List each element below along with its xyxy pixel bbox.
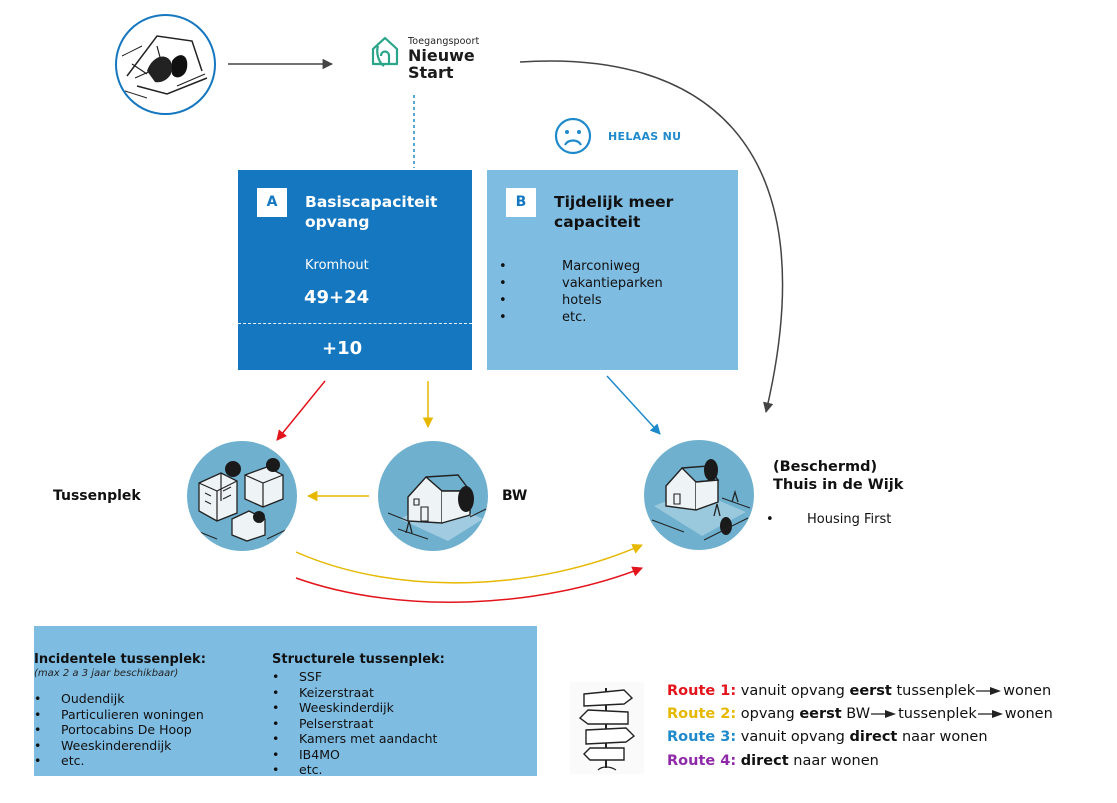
route-2: Route 2: opvang eerst BW tussenplek wonen (667, 705, 1053, 724)
homeless-person-illustration-icon (121, 35, 208, 99)
box-a-location: Kromhout (305, 258, 369, 273)
route-1-label: Route 1: (667, 683, 737, 699)
house-logo-icon (371, 36, 399, 67)
list-item: Portocabins De Hoop (34, 722, 206, 738)
route-3-emph: direct (849, 729, 898, 745)
route-1-text-b: tussenplek (891, 683, 976, 699)
structurele-column: Structurele tussenplek: SSF Keizerstraat… (272, 652, 445, 778)
route-3: Route 3: vanuit opvang direct naar wonen (667, 728, 1053, 747)
box-b-title: Tijdelijk meer capaciteit (554, 192, 673, 232)
box-tijdelijk: B Tijdelijk meer capaciteit Marconiweg v… (487, 170, 738, 370)
start-illustration (115, 14, 216, 115)
thuis-title: (Beschermd) Thuis in de Wijk (773, 458, 903, 494)
list-item: SSF (272, 669, 445, 685)
route-1-text-c: wonen (1003, 683, 1052, 699)
arrow-tussenplek-to-thuis-red (295, 566, 643, 603)
badge-b: B (506, 188, 536, 217)
list-item: Kamers met aandacht (272, 731, 445, 747)
incidentele-note: (max 2 a 3 jaar beschikbaar) (34, 668, 179, 679)
list-item: vakantieparken (499, 275, 663, 292)
badge-a: A (257, 188, 287, 217)
arrow-b-to-thuis (606, 375, 661, 435)
tussenplek-label: Tussenplek (53, 488, 141, 504)
route-2-label: Route 2: (667, 706, 737, 722)
incidentele-column: Incidentele tussenplek: (max 2 a 3 jaar … (34, 652, 206, 769)
route-3-text-a: vanuit opvang (740, 729, 850, 745)
logo-title-line2: Start (408, 63, 454, 82)
list-item: Weeskinderdijk (272, 700, 445, 716)
list-item: etc. (499, 309, 663, 326)
arrow-right-icon (977, 710, 1003, 718)
route-2-text-b: BW (841, 706, 871, 722)
route-4-text-a: naar wonen (788, 753, 879, 769)
list-item: etc. (34, 753, 206, 769)
arrow-tussenplek-to-thuis-yellow (295, 544, 643, 584)
list-item: Keizerstraat (272, 685, 445, 701)
route-2-text-c: tussenplek (898, 706, 977, 722)
route-4-label: Route 4: (667, 753, 737, 769)
list-item: Housing First (766, 512, 891, 527)
route-3-text-b: naar wonen (897, 729, 988, 745)
arrow-right-icon (871, 710, 897, 718)
box-a-extra: +10 (322, 338, 363, 359)
route-2-text-a: opvang (740, 706, 800, 722)
thuis-circle (644, 440, 754, 550)
route-2-emph: eerst (799, 706, 842, 722)
structurele-list: SSF Keizerstraat Weeskinderdijk Pelserst… (272, 669, 445, 778)
thuis-title-line2: Thuis in de Wijk (773, 477, 904, 493)
house-illustration-icon (387, 474, 487, 541)
route-1-emph: eerst (849, 683, 892, 699)
thuis-title-line1: (Beschermd) (773, 459, 878, 475)
route-3-label: Route 3: (667, 729, 737, 745)
buildings-illustration-icon (191, 458, 293, 542)
list-item: Weeskinderendijk (34, 738, 206, 754)
box-a-title-line1: Basiscapaciteit (305, 193, 438, 211)
logo-title: Nieuwe Start (408, 47, 475, 81)
box-a-capacity: 49+24 (304, 287, 370, 308)
list-item: hotels (499, 292, 663, 309)
thuis-list: Housing First (766, 512, 891, 527)
list-item: etc. (272, 762, 445, 778)
route-1: Route 1: vanuit opvang eerst tussenplek w… (667, 682, 1053, 701)
tussenplek-circle (187, 441, 297, 551)
logo-subtitle: Toegangspoort (408, 36, 480, 47)
box-b-list: Marconiweg vakantieparken hotels etc. (499, 258, 663, 326)
signpost-icon (570, 682, 644, 774)
tussenplek-panel: Incidentele tussenplek: (max 2 a 3 jaar … (34, 626, 537, 778)
box-b-title-line1: Tijdelijk meer (554, 193, 674, 211)
route-1-text-a: vanuit opvang (740, 683, 850, 699)
list-item: Marconiweg (499, 258, 663, 275)
list-item: IB4MO (272, 747, 445, 763)
box-b-title-line2: capaciteit (554, 213, 641, 231)
route-2-text-d: wonen (1004, 706, 1053, 722)
structurele-title: Structurele tussenplek: (272, 652, 445, 667)
incidentele-list: Oudendijk Particulieren woningen Portoca… (34, 691, 206, 769)
neighbourhood-house-illustration-icon (651, 459, 751, 541)
arrow-right-icon (976, 687, 1002, 695)
box-a-divider (238, 323, 472, 324)
route-4: Route 4: direct naar wonen (667, 752, 1053, 771)
bw-circle (378, 441, 488, 551)
box-basiscapaciteit: A Basiscapaciteit opvang Kromhout 49+24 … (238, 170, 472, 370)
logo-title-line1: Nieuwe (408, 46, 475, 65)
route-4-emph: direct (740, 753, 789, 769)
portal-logo[interactable]: Toegangspoort Nieuwe Start (360, 32, 520, 92)
bw-label: BW (502, 488, 528, 504)
list-item: Oudendijk (34, 691, 206, 707)
route-legend: Route 1: vanuit opvang eerst tussenplek w… (667, 682, 1053, 771)
status-label: HELAAS NU (608, 130, 682, 143)
arrow-a-to-tussenplek (276, 380, 326, 441)
list-item: Pelserstraat (272, 716, 445, 732)
sad-face-icon (554, 117, 592, 155)
box-a-title: Basiscapaciteit opvang (305, 192, 437, 232)
list-item: Particulieren woningen (34, 707, 206, 723)
incidentele-title: Incidentele tussenplek: (34, 652, 206, 667)
box-a-title-line2: opvang (305, 213, 370, 231)
